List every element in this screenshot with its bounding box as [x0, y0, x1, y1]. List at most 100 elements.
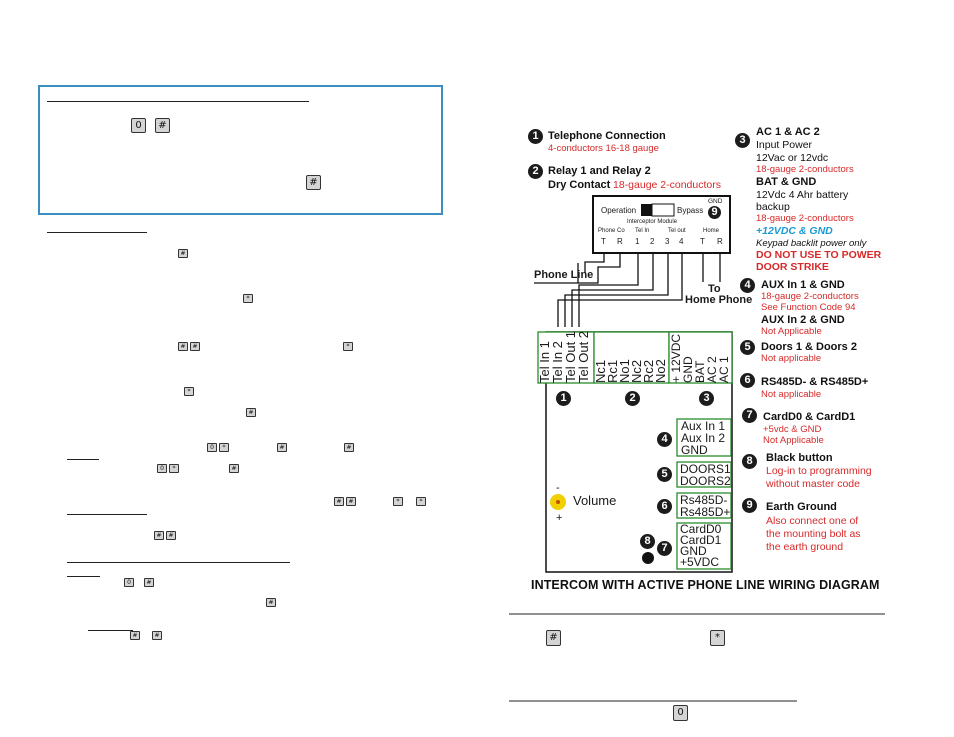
home-phone-label: Home Phone — [685, 294, 753, 306]
module-group-home: Home — [703, 228, 720, 234]
module-group-phone-co: Phone Co — [598, 228, 625, 234]
legend-line: Not Applicable — [761, 326, 822, 337]
volume-plus: + — [556, 512, 563, 524]
info-box-heading-rule — [47, 101, 309, 102]
legend-title: Black button — [766, 452, 833, 464]
phone-line-label: Phone Line — [534, 269, 594, 281]
subheading-rule — [67, 562, 290, 563]
legend-line: 18-gauge 2-conductors — [756, 213, 854, 224]
legend-line: Not applicable — [761, 353, 822, 364]
module-group-tel-in: Tel In — [635, 228, 650, 234]
subheading-rule — [67, 576, 100, 577]
module-group-tel-out: Tel out — [668, 228, 686, 234]
legend-line: Also connect one of — [766, 515, 859, 527]
board-badge: 7 — [657, 541, 672, 556]
legend-line: +12VDC & GND — [756, 225, 833, 237]
terminal-label: GND — [680, 544, 707, 558]
volume-label: Volume — [573, 493, 617, 508]
key-hash: # — [154, 531, 164, 540]
terminal-blocks — [537, 331, 733, 570]
terminal-label: AC 1 — [717, 356, 731, 383]
module-terminal: T — [601, 237, 606, 246]
legend-badge: 9 — [742, 498, 757, 513]
terminal-label: +5VDC — [680, 555, 720, 569]
key-hash: # — [178, 249, 188, 258]
wires — [534, 253, 721, 327]
key-hash: # — [178, 342, 188, 351]
legend-line: DO NOT USE TO POWER — [756, 249, 882, 261]
legend-line: 12Vdc 4 Ahr battery — [756, 189, 849, 201]
legend-title: Relay 1 and Relay 2 — [548, 165, 651, 177]
module-terminal: 2 — [650, 237, 655, 246]
legend-title: AUX In 1 & GND — [761, 279, 845, 291]
legend-badge: 1 — [528, 129, 543, 144]
board-badge: 8 — [640, 534, 655, 549]
terminal-label: Aux In 1 — [681, 419, 726, 433]
module-name: Interceptor Module — [627, 219, 678, 225]
legend-line: Not applicable — [761, 389, 822, 400]
info-box — [38, 85, 443, 215]
volume-minus: - — [556, 482, 560, 494]
section-heading-rule — [47, 232, 147, 233]
legend-title: AC 1 & AC 2 — [756, 126, 820, 138]
key-hash: # — [166, 531, 176, 540]
legend-line: 18-gauge 2-conductors — [756, 164, 854, 175]
board-badge: 4 — [657, 432, 672, 447]
board-badge: 5 — [657, 467, 672, 482]
legend-title: Telephone Connection — [548, 130, 666, 142]
key-star: * — [219, 443, 229, 452]
legend-title: Doors 1 & Doors 2 — [761, 341, 857, 353]
module-gnd-label: GND — [708, 198, 723, 205]
key-0: 0 — [157, 464, 167, 473]
legend-title: RS485D- & RS485D+ — [761, 376, 869, 388]
terminal-label: DOORS1 — [680, 462, 731, 476]
key-hash: # — [266, 598, 276, 607]
legend-line: 4-conductors 16-18 gauge — [548, 143, 659, 154]
key-star: * — [169, 464, 179, 473]
key-hash: # — [344, 443, 354, 452]
key-hash: # — [246, 408, 256, 417]
key-hash: # — [306, 175, 321, 190]
legend-badge: 8 — [742, 454, 757, 469]
terminal-label: Rs485D+ — [680, 505, 731, 519]
module-terminal: T — [700, 237, 705, 246]
key-hash: # — [155, 118, 170, 133]
module-terminal: R — [717, 237, 723, 246]
key-hash: # — [144, 578, 154, 587]
legend-badge: 5 — [740, 340, 755, 355]
key-star: * — [184, 387, 194, 396]
key-star: * — [710, 630, 725, 646]
terminal-label: Tel Out 2 — [576, 330, 591, 383]
subheading-rule — [67, 459, 99, 460]
key-0: 0 — [673, 705, 688, 721]
module-terminal: 3 — [665, 237, 670, 246]
key-hash: # — [346, 497, 356, 506]
legend-line: 18-gauge 2-conductors — [613, 179, 721, 191]
legend-badge: 7 — [742, 408, 757, 423]
bypass-switch — [641, 204, 652, 216]
legend-title: Earth Ground — [766, 501, 837, 513]
key-star: * — [243, 294, 253, 303]
legend-line: +5vdc & GND — [763, 424, 822, 435]
legend-line: Log-in to programming — [766, 465, 872, 477]
legend-line: the mounting bolt as — [766, 528, 861, 540]
board-badge: 3 — [699, 391, 714, 406]
key-hash: # — [190, 342, 200, 351]
key-hash: # — [277, 443, 287, 452]
legend-line: 12Vac or 12vdc — [756, 152, 829, 164]
legend-line: Not Applicable — [763, 435, 824, 446]
module-terminal: 1 — [635, 237, 640, 246]
legend-line: See Function Code 94 — [761, 302, 856, 313]
legend-line: DOOR STRIKE — [756, 261, 829, 273]
terminal-label: GND — [681, 443, 708, 457]
key-star: * — [343, 342, 353, 351]
legend-line: 18-gauge 2-conductors — [761, 291, 859, 302]
subheading-rule — [67, 514, 147, 515]
terminal-label: CardD0 — [680, 522, 722, 536]
key-hash: # — [130, 631, 140, 640]
board-badge: 6 — [657, 499, 672, 514]
terminal-label: Rs485D- — [680, 493, 728, 507]
key-hash: # — [229, 464, 239, 473]
module-terminal: R — [617, 237, 623, 246]
